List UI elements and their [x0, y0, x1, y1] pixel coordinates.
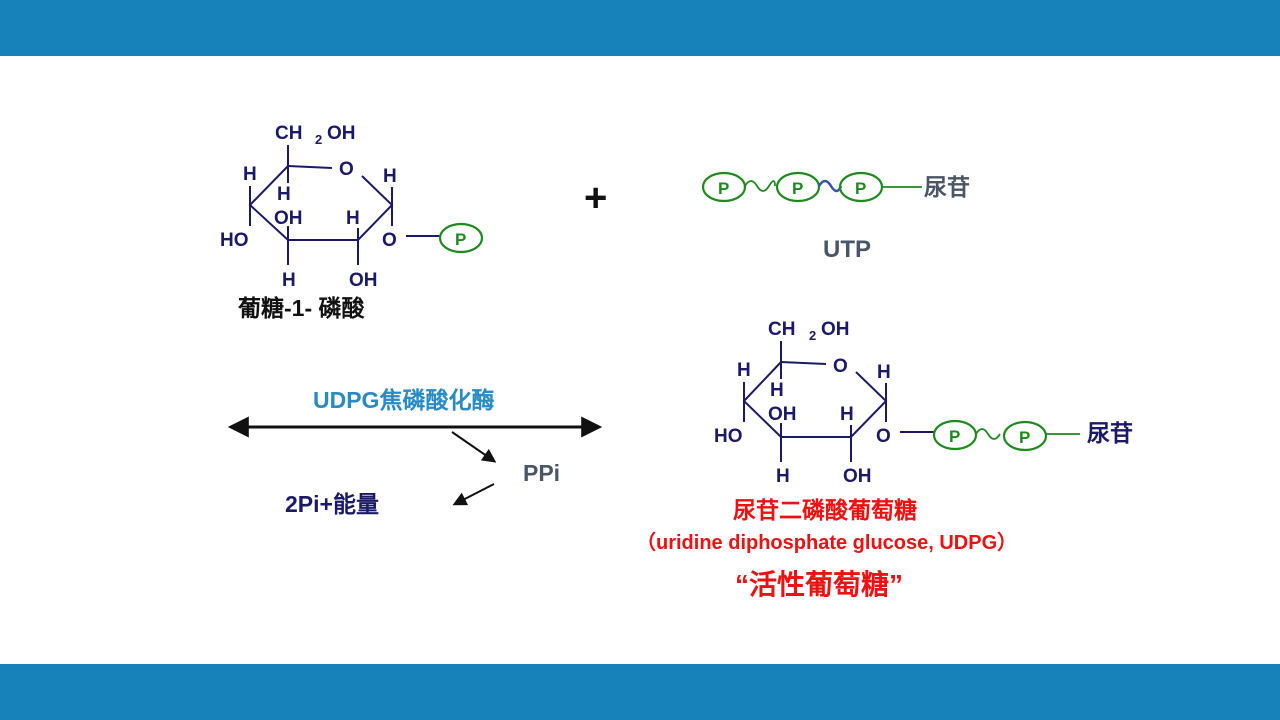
ppi-release-arrow — [451, 431, 497, 463]
utp-name: UTP — [823, 236, 871, 263]
ch2oh-tail: OH — [327, 123, 356, 144]
phosphate-circle — [438, 222, 484, 254]
h-inner-right: H — [840, 404, 854, 425]
ppi-label: PPi — [523, 460, 560, 486]
udpg-name-cn: 尿苷二磷酸葡萄糖 — [733, 497, 917, 523]
high-energy-bond — [975, 428, 1001, 440]
ch2oh-label: CH — [275, 123, 302, 144]
h-top-left: H — [737, 360, 751, 381]
ho-left: HO — [714, 426, 743, 447]
enzyme-label: UDPG焦磷酸化酶 — [313, 387, 494, 413]
ch2oh-label: CH — [768, 319, 795, 340]
reaction-arrows: UDPG焦磷酸化酶 PPi 2Pi+能量 — [227, 387, 603, 517]
oh-bottom: OH — [843, 466, 872, 487]
glucose-1-phosphate-name: 葡糖-1- 磷酸 — [237, 295, 366, 321]
bottom-banner — [0, 664, 1280, 720]
ch2oh-tail: OH — [821, 319, 850, 340]
phosphate-label: P — [455, 230, 466, 249]
utp-p1-label: P — [718, 179, 729, 198]
udpg-phosphate-2 — [1002, 420, 1048, 452]
utp-phosphate-2 — [775, 171, 821, 203]
udpg-phosphate-1 — [932, 419, 978, 451]
h-inner-left: H — [770, 380, 784, 401]
o-link: O — [876, 426, 891, 447]
h-inner-left: H — [277, 184, 291, 205]
h-inner-right: H — [346, 208, 360, 229]
utp-p2-label: P — [792, 179, 803, 198]
ring-bond — [780, 361, 827, 365]
ring-bond — [742, 361, 888, 438]
ppi-hydrolysis-arrow — [452, 483, 495, 506]
oh-bottom: OH — [349, 270, 378, 291]
udpg-nickname: “活性葡萄糖” — [735, 569, 903, 600]
udpg-p1-label: P — [949, 427, 960, 446]
udpg-structure: CH 2 OH O H H H OH H HO O H OH P P 尿苷 尿苷… — [636, 319, 1133, 600]
udpg-name-en: （uridine diphosphate glucose, UDPG） — [636, 531, 1017, 554]
utp-p3-label: P — [855, 179, 866, 198]
utp-nucleoside-label: 尿苷 — [924, 174, 970, 200]
ring-bond — [287, 165, 333, 169]
utp-structure: P P P 尿苷 UTP — [701, 171, 970, 263]
ring-oxygen: O — [833, 356, 848, 377]
oh-inner: OH — [768, 404, 797, 425]
oh-inner: OH — [274, 208, 303, 229]
o-link: O — [382, 230, 397, 251]
utp-phosphate-1 — [701, 171, 747, 203]
glucose-1-phosphate-structure: CH 2 OH O H H H OH H HO O H OH P 葡糖-1- 磷… — [220, 123, 484, 321]
h-bottom: H — [282, 270, 296, 291]
h-bottom: H — [776, 466, 790, 487]
hydrolysis-label: 2Pi+能量 — [285, 491, 379, 517]
h-top-right: H — [383, 166, 397, 187]
udpg-p2-label: P — [1019, 428, 1030, 447]
ring-bond — [248, 165, 394, 241]
udpg-nucleoside-label: 尿苷 — [1087, 420, 1133, 446]
high-energy-bond — [817, 179, 843, 193]
h-top-left: H — [243, 164, 257, 185]
ring-oxygen: O — [339, 159, 354, 180]
h-top-right: H — [877, 362, 891, 383]
plus-sign: + — [584, 176, 607, 220]
top-banner — [0, 0, 1280, 56]
ch2oh-subscript: 2 — [809, 328, 816, 343]
ho-left: HO — [220, 230, 249, 251]
ch2oh-subscript: 2 — [315, 132, 322, 147]
high-energy-bond — [744, 180, 776, 192]
